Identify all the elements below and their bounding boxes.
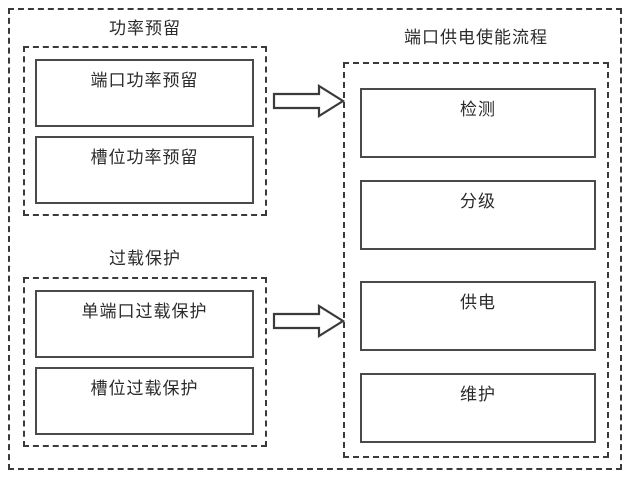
arrow-overload-protection-to-flow xyxy=(272,303,346,339)
box-slot-overload-protection[interactable]: 槽位过载保护 xyxy=(35,367,254,435)
box-port-power-reserve[interactable]: 端口功率预留 xyxy=(35,59,254,127)
group-container-overload-protection xyxy=(23,277,267,447)
step-box-classification[interactable]: 分级 xyxy=(360,180,596,250)
step-box-power-supply[interactable]: 供电 xyxy=(360,281,596,351)
step-box-detection[interactable]: 检测 xyxy=(360,88,596,158)
arrow-power-reserve-to-flow xyxy=(272,83,346,119)
group-title-overload-protection: 过载保护 xyxy=(109,249,181,269)
group-container-power-reserve xyxy=(23,46,267,216)
step-box-maintenance[interactable]: 维护 xyxy=(360,373,596,443)
box-single-port-overload-protection[interactable]: 单端口过载保护 xyxy=(35,290,254,358)
outer-dashed-frame xyxy=(8,8,622,470)
group-title-port-power-enable-flow: 端口供电使能流程 xyxy=(404,28,548,48)
group-container-port-power-enable-flow xyxy=(343,62,609,458)
group-title-power-reserve: 功率预留 xyxy=(109,19,181,39)
box-slot-power-reserve[interactable]: 槽位功率预留 xyxy=(35,136,254,204)
